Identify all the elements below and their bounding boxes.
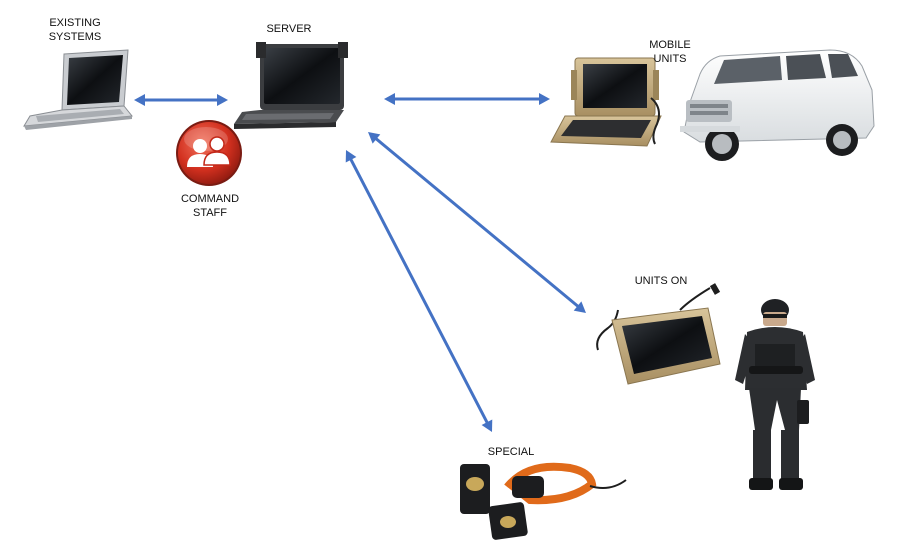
rugged-laptop-icon — [234, 42, 348, 129]
special-label-text: SPECIAL — [487, 446, 535, 458]
command-staff-label: COMMAND STAFF — [172, 192, 248, 220]
command-staff-label-line-2: STAFF — [192, 207, 227, 219]
units-on-label: UNITS ON — [628, 274, 694, 288]
arrow-server-to-units-on-line — [373, 136, 581, 309]
arrow-server-to-special-head-start — [345, 150, 357, 163]
server-label: SERVER — [259, 22, 319, 36]
arrow-server-to-mobile-units-head-end — [539, 93, 550, 105]
tactical-officer-icon — [735, 299, 815, 490]
arrow-server-to-units-on — [368, 132, 586, 313]
special-label: SPECIAL — [481, 445, 541, 459]
rugged-handheld-icon — [596, 283, 721, 385]
arrow-existing-to-server — [134, 94, 228, 106]
mobile-units-label: MOBILE UNITS — [642, 38, 698, 66]
arrow-server-to-units-on-head-start — [368, 132, 381, 144]
mobile-units-label-line-2: UNITS — [653, 53, 687, 65]
arrow-server-to-special — [345, 150, 493, 432]
arrow-existing-to-server-head-start — [134, 94, 145, 106]
laptop-icon — [23, 49, 133, 130]
command-staff-label-line-1: COMMAND — [180, 193, 240, 205]
mobile-units-label-line-1: MOBILE — [649, 39, 691, 51]
gps-collar-icon — [504, 462, 627, 505]
arrow-server-to-mobile-units-head-start — [384, 93, 395, 105]
arrow-server-to-mobile-units — [384, 93, 550, 105]
people-group-icon — [176, 120, 242, 186]
arrow-server-to-units-on-head-end — [573, 301, 586, 313]
arrows — [134, 93, 586, 432]
rugged-tablet-terminal-icon — [550, 57, 662, 147]
units-on-label-text: UNITS ON — [634, 275, 688, 287]
existing-systems-label: EXISTING SYSTEMS — [42, 16, 108, 44]
arrow-server-to-special-line — [348, 157, 490, 425]
existing-systems-label-line-1: EXISTING — [49, 17, 101, 29]
gps-tracker-icon — [460, 464, 528, 540]
server-label-text: SERVER — [266, 23, 312, 35]
existing-systems-label-line-2: SYSTEMS — [48, 31, 102, 43]
suv-vehicle-icon — [680, 49, 875, 161]
arrow-server-to-special-head-end — [481, 419, 493, 432]
arrow-existing-to-server-head-end — [217, 94, 228, 106]
